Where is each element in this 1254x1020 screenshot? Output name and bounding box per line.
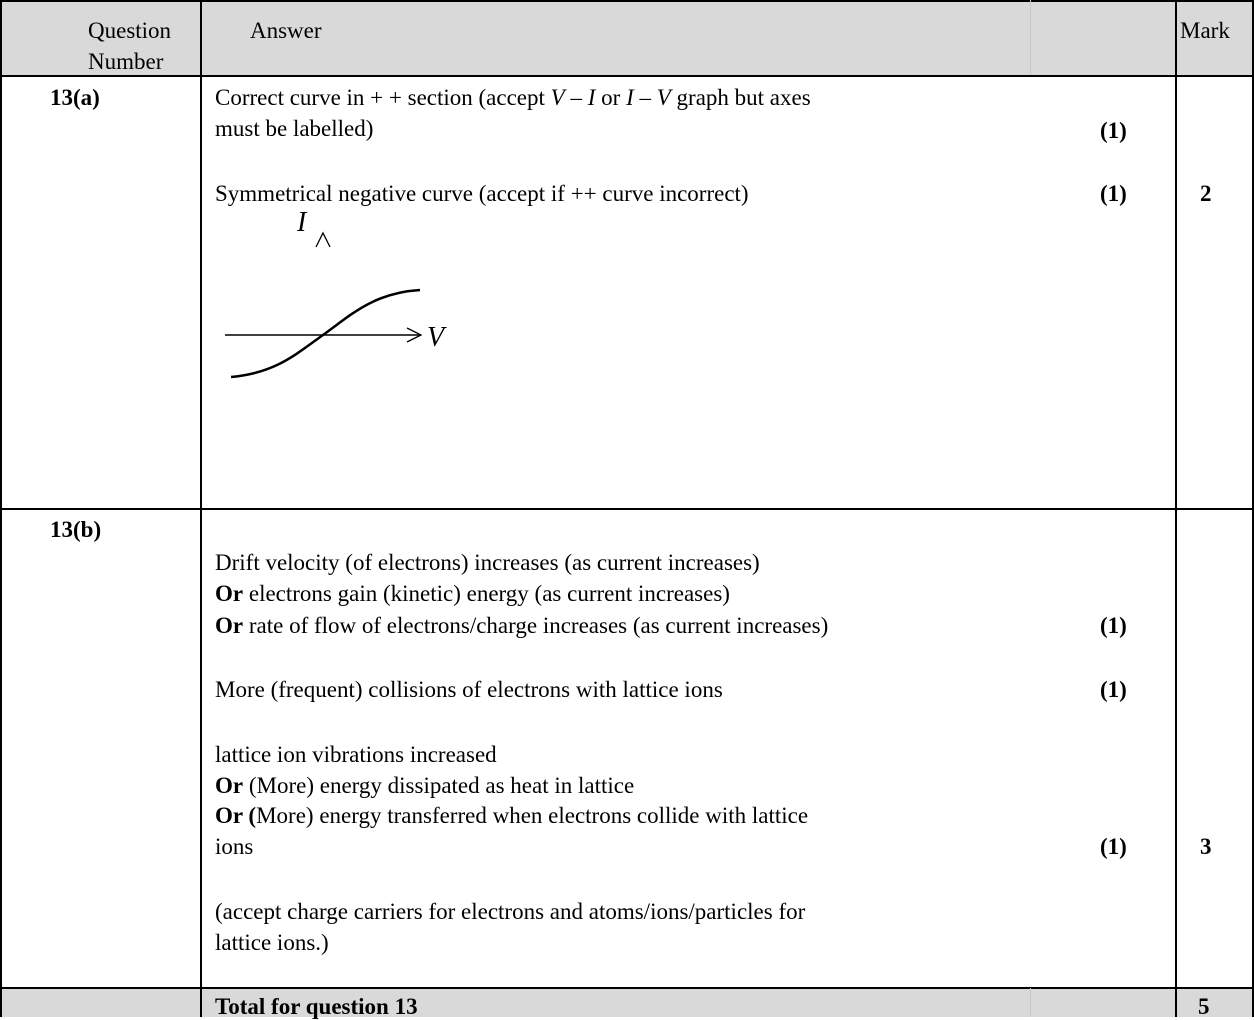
iv-curve: [230, 288, 421, 379]
answer-13a-line2: must be labelled): [215, 116, 374, 141]
header-question-number-line2: Number: [88, 49, 164, 74]
question-number-13a: 13(a): [50, 85, 100, 110]
row-divider: [0, 508, 1254, 510]
header-answer: Answer: [250, 18, 322, 43]
total-mark: 5: [1198, 994, 1210, 1019]
y-axis-arrow-icon: [315, 231, 331, 248]
answer-13b-p3-line4: ions: [215, 834, 254, 859]
total-label: Total for question 13: [215, 994, 418, 1019]
footer-divider: [0, 987, 1254, 989]
iv-graph: I V: [225, 207, 447, 445]
total-mark-13a: 2: [1200, 181, 1212, 206]
x-axis-label: V: [427, 322, 447, 353]
mark-13b-3: (1): [1100, 834, 1127, 859]
footer-subdivider: [1030, 988, 1031, 1017]
answer-13b-p1-line2: Or electrons gain (kinetic) energy (as c…: [215, 581, 730, 606]
footer-shading: [0, 988, 1254, 1017]
mark-13b-1: (1): [1100, 613, 1127, 638]
header-question-number-line1: Question: [88, 18, 172, 43]
header-subdivider: [1030, 0, 1031, 75]
x-axis-arrow-icon: [406, 327, 423, 343]
header-divider: [0, 75, 1254, 77]
column-divider-1: [200, 0, 202, 1017]
answer-13b-p2: More (frequent) collisions of electrons …: [215, 677, 723, 702]
mark-13a-2: (1): [1100, 181, 1127, 206]
header-shading: [0, 0, 1254, 76]
table-border-left: [0, 0, 2, 1017]
header-mark: Mark: [1180, 18, 1230, 43]
table-border-right: [1252, 0, 1254, 1017]
total-mark-13b: 3: [1200, 834, 1212, 859]
answer-13b-p1-line1: Drift velocity (of electrons) increases …: [215, 550, 760, 575]
mark-13b-2: (1): [1100, 677, 1127, 702]
answer-13a-line3: Symmetrical negative curve (accept if ++…: [215, 181, 749, 206]
answer-13b-p3-line2: Or (More) energy dissipated as heat in l…: [215, 773, 635, 798]
question-number-13b: 13(b): [50, 517, 102, 542]
column-divider-2: [1175, 0, 1177, 1017]
answer-13b-note-line2: lattice ions.): [215, 930, 329, 955]
answer-13b-note-line1: (accept charge carriers for electrons an…: [215, 899, 806, 924]
answer-13b-p3-line3: Or (More) energy transferred when electr…: [215, 803, 809, 828]
answer-13b-p1-line3: Or rate of flow of electrons/charge incr…: [215, 613, 829, 638]
mark-13a-1: (1): [1100, 118, 1127, 143]
table-border-top: [0, 0, 1254, 2]
y-axis-label: I: [296, 207, 308, 238]
answer-13a-line1: Correct curve in + + section (accept V –…: [215, 85, 811, 110]
answer-13b-p3-line1: lattice ion vibrations increased: [215, 742, 497, 767]
